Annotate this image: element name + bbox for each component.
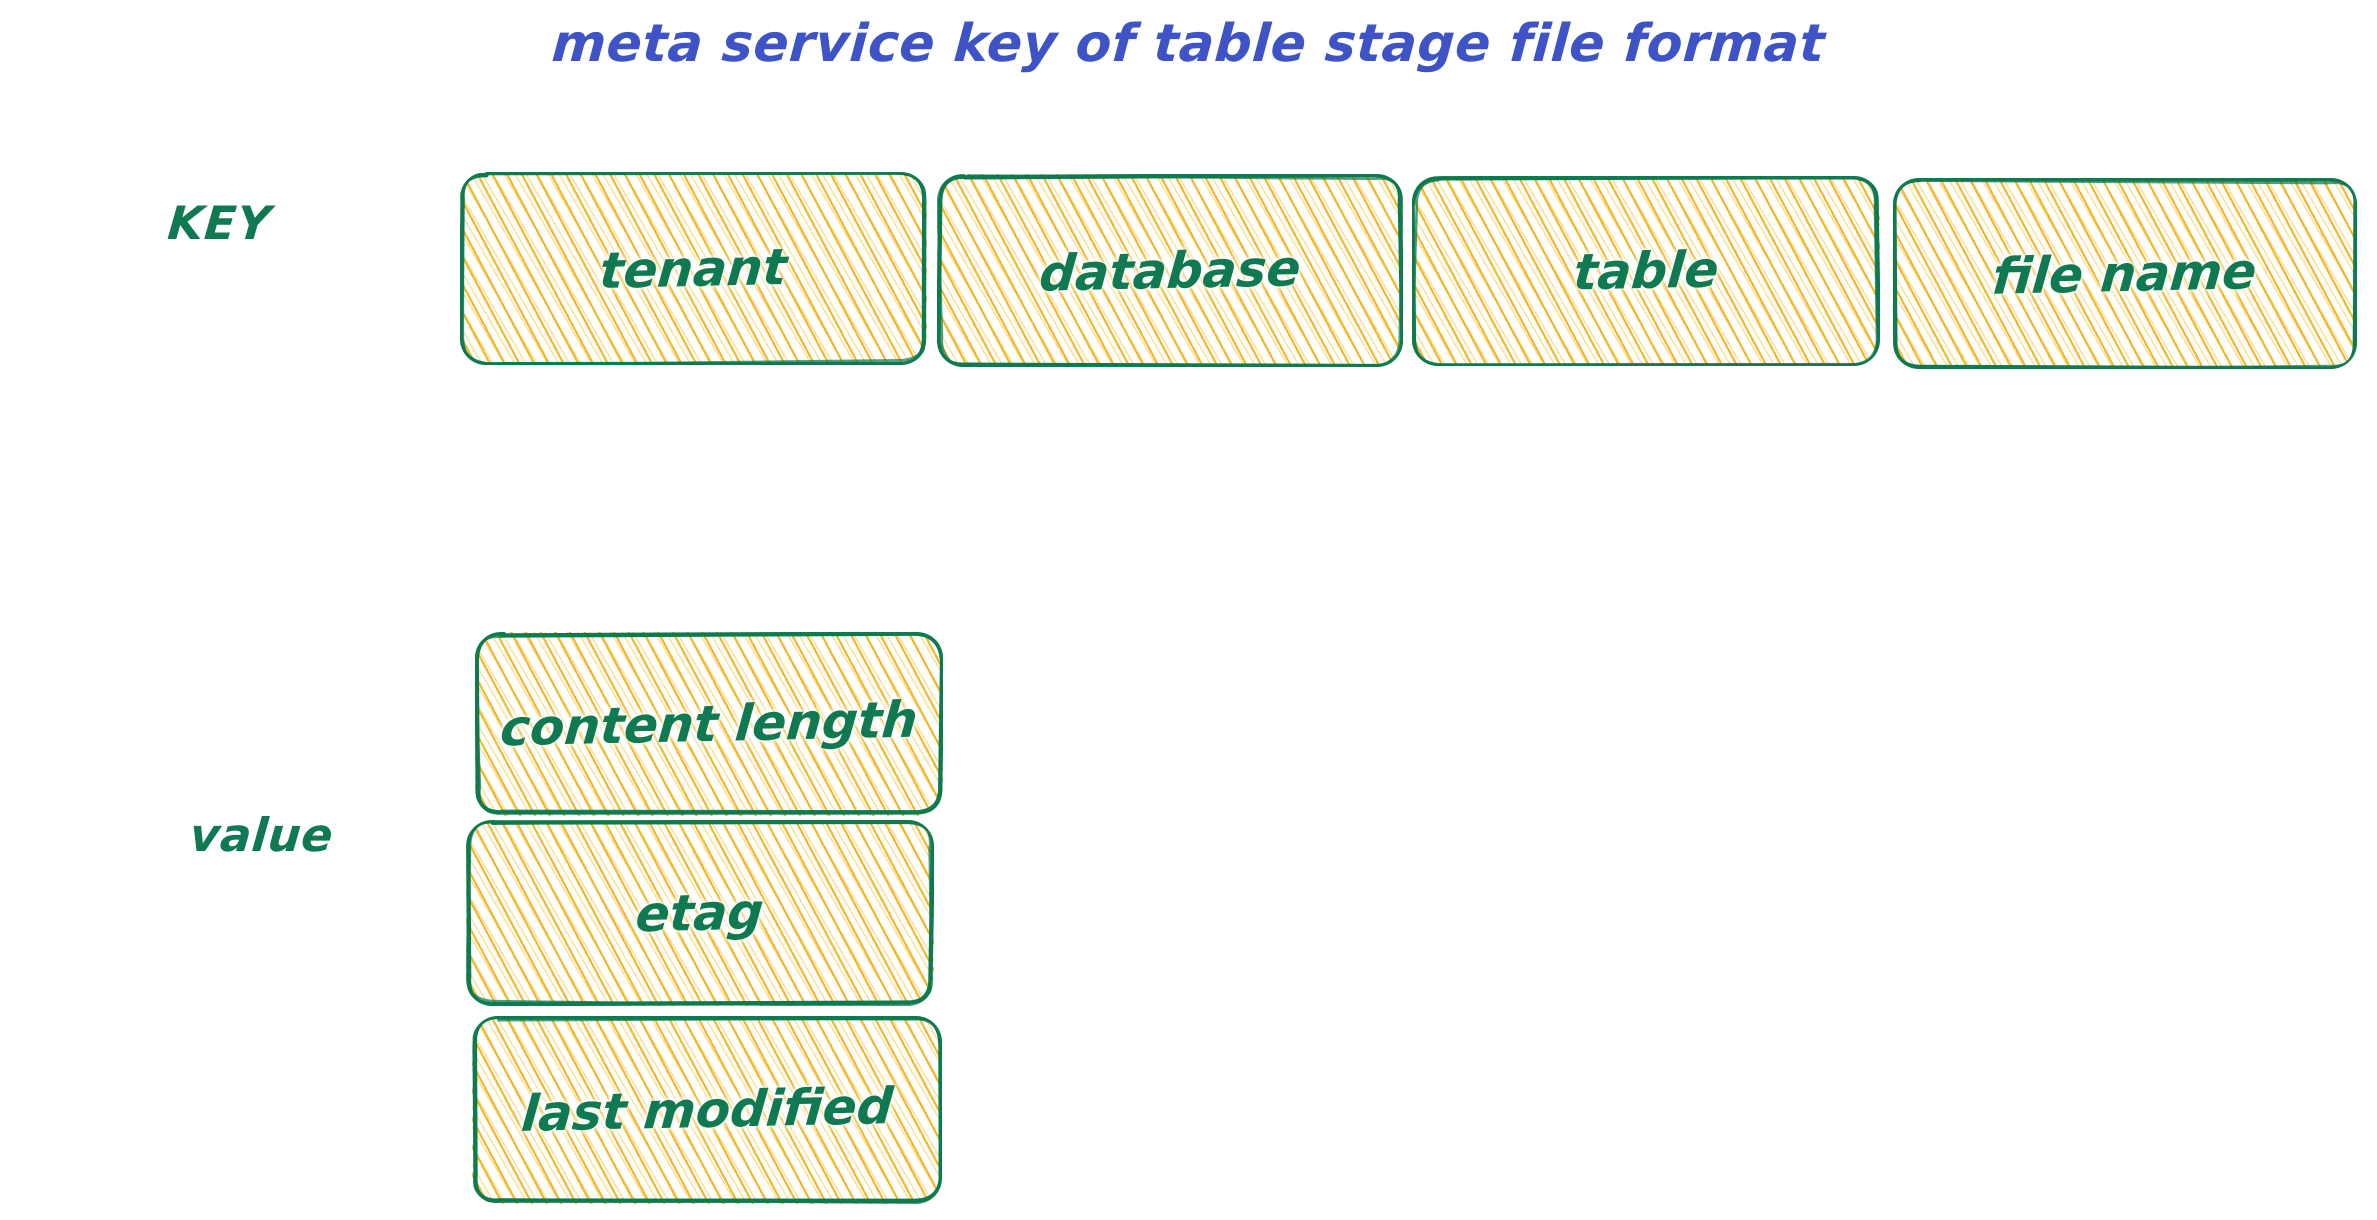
value-node-label: content length: [498, 690, 920, 758]
key-node-tenant[interactable]: tenant: [460, 172, 927, 365]
key-node-file-name[interactable]: file name: [1893, 178, 2357, 369]
value-node-last-modified[interactable]: last modified: [472, 1016, 942, 1204]
value-node-label: etag: [633, 882, 767, 944]
key-node-table[interactable]: table: [1412, 176, 1880, 366]
page-title: meta service key of table stage file for…: [549, 14, 1828, 74]
key-node-database[interactable]: database: [937, 174, 1403, 367]
value-node-etag[interactable]: etag: [466, 820, 934, 1006]
key-node-label: table: [1571, 240, 1721, 302]
value-node-label: last modified: [518, 1077, 895, 1143]
key-node-label: file name: [1990, 241, 2260, 306]
value-node-content-length[interactable]: content length: [475, 632, 943, 816]
key-node-label: tenant: [597, 237, 790, 300]
key-node-label: database: [1037, 238, 1303, 303]
key-row-label: KEY: [165, 196, 274, 250]
value-row-label: value: [187, 808, 336, 862]
